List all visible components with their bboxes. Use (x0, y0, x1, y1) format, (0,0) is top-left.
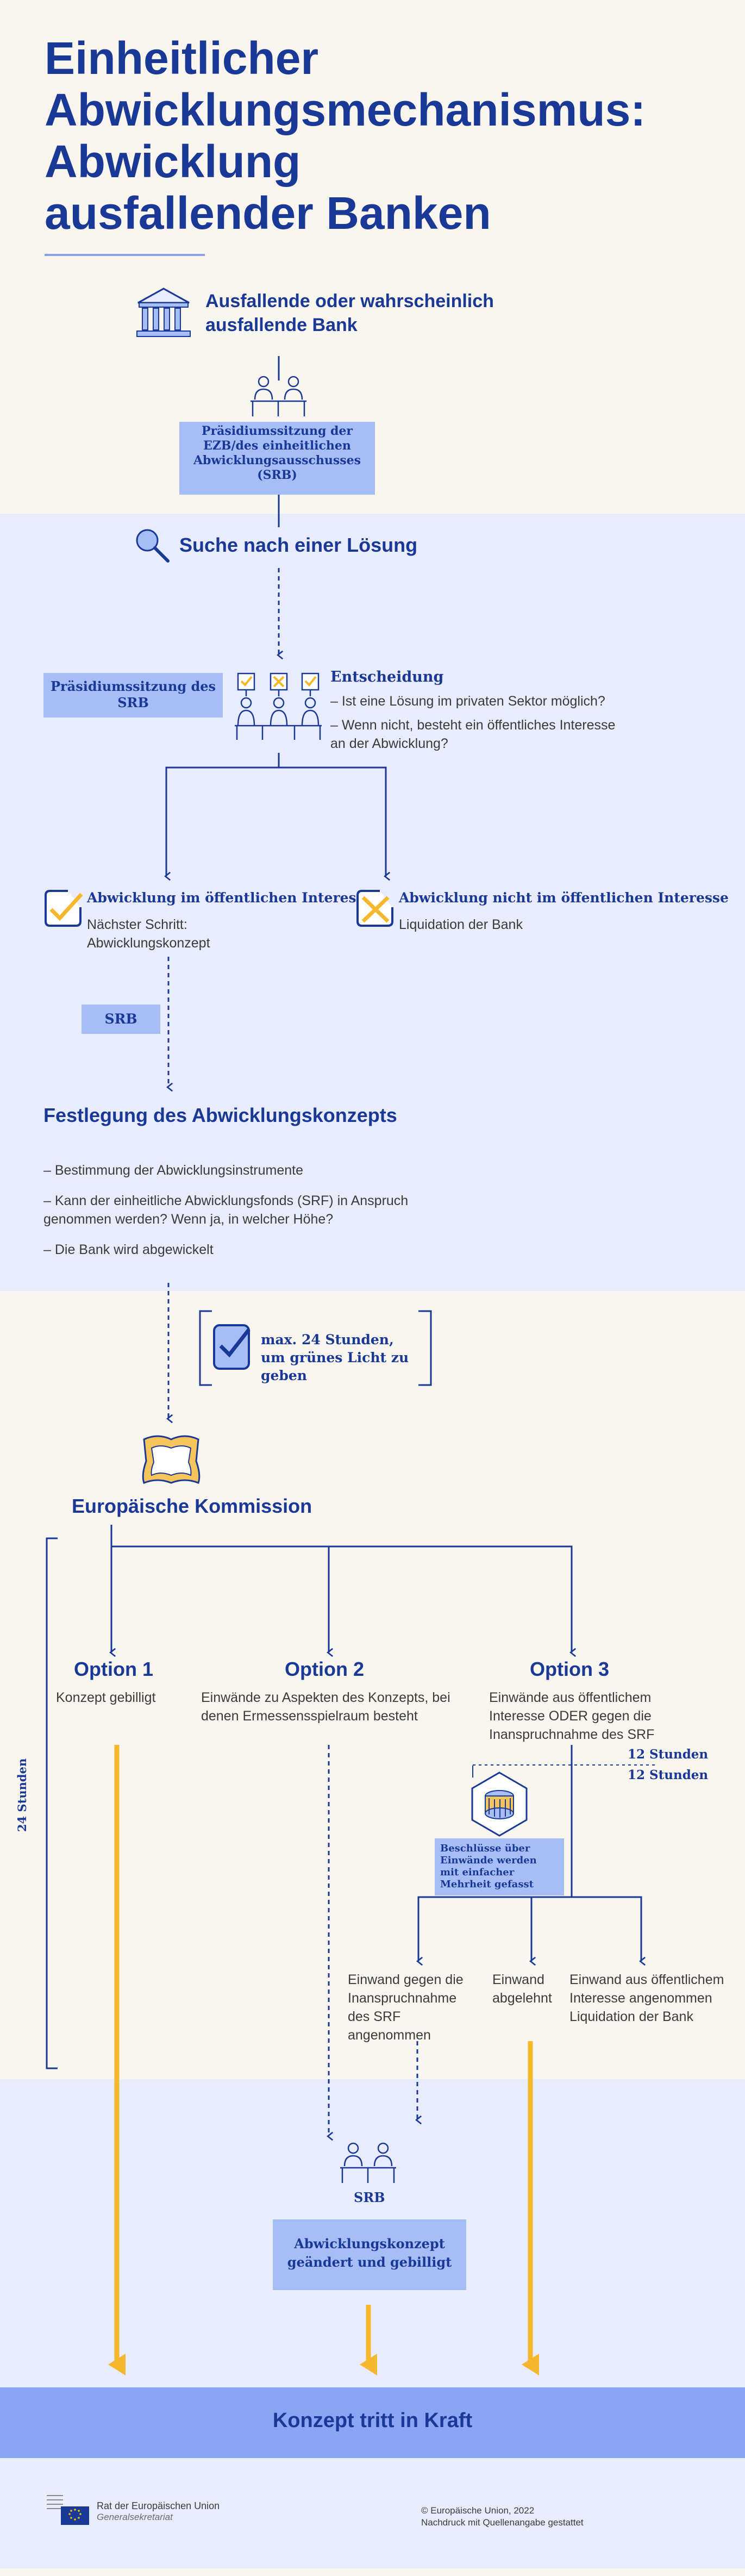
footer-copyright: © Europäische Union, 2022 Nachdruck mit … (421, 2505, 584, 2529)
hours12-a: 12 Stunden (628, 1747, 709, 1762)
magnifier-icon (133, 526, 172, 565)
decision-heading: Entscheidung (330, 669, 444, 685)
enters-force-label: Konzept tritt in Kraft (272, 2409, 473, 2432)
scheme-item: – Bestimmung der Abwicklungsinstrumente (43, 1163, 304, 1178)
voting-icon (234, 671, 323, 742)
option-3-title: Option 3 (530, 1658, 609, 1680)
presidium-srb-box: Präsidiumssitzung des SRB (43, 673, 223, 718)
scheme-item: – Die Bank wird abgewickelt (43, 1242, 214, 1257)
public-interest-heading: Abwicklung im öffentlichen Interesse (87, 890, 373, 906)
hours24-box-text: max. 24 Stunden, um grünes Licht zu gebe… (261, 1332, 409, 1383)
footer-org-name: Rat der Europäischen Union (97, 2500, 220, 2511)
public-interest-text: Nächster Schritt: Abwicklungskonzept (87, 917, 210, 951)
presidium-ecb-box: Präsidiumssitzung der EZB/des einheitlic… (179, 422, 375, 495)
bottom-band (0, 2079, 745, 2568)
decision-q2: – Wenn nicht, besteht ein öffentliches I… (330, 718, 616, 751)
meeting-icon (337, 2142, 399, 2185)
outcome-1: Einwand gegen die Inanspruchnahme des SR… (348, 1972, 464, 2043)
copyright-line-1: © Europäische Union, 2022 (421, 2505, 535, 2516)
enters-force-bar (0, 2387, 745, 2458)
meeting-icon (247, 375, 310, 419)
bank-icon (134, 285, 193, 340)
outcome-2: Einwand abgelehnt (492, 1972, 552, 2006)
outcome-3: Einwand aus öffentlichem Interesse angen… (569, 1972, 724, 2024)
option-2-text: Einwände zu Aspekten des Konzepts, bei d… (201, 1690, 450, 1724)
copyright-line-2: Nachdruck mit Quellenangabe gestattet (421, 2517, 584, 2528)
no-public-interest-heading: Abwicklung nicht im öffentlichen Interes… (399, 890, 729, 906)
amended-box: Abwicklungskonzept geändert und gebillig… (273, 2219, 466, 2290)
scheme-heading: Festlegung des Abwicklungskonzepts (43, 1104, 397, 1126)
council-icon (466, 1771, 533, 1837)
srb-box: SRB (82, 1005, 160, 1034)
check-icon (43, 889, 84, 930)
option-1-title: Option 1 (74, 1658, 153, 1680)
no-public-interest-text: Liquidation der Bank (399, 917, 523, 932)
option-2-title: Option 2 (285, 1658, 364, 1680)
srb-bottom-label: SRB (354, 2190, 385, 2205)
decision-q1: – Ist eine Lösung im privaten Sektor mög… (330, 694, 605, 709)
council-logo-icon (45, 2492, 91, 2526)
option-3-text: Einwände aus öffentlichem Interesse ODER… (489, 1690, 655, 1742)
hours24-vertical: 24 Stunden (15, 1758, 29, 1832)
council-box: Beschlüsse über Einwände werden mit einf… (435, 1838, 564, 1895)
page-title: Einheitlicher Abwicklungsmechanismus: Ab… (45, 33, 646, 239)
scheme-item: – Kann der einheitliche Abwicklungsfonds… (43, 1193, 409, 1227)
option-1-text: Konzept gebilligt (56, 1690, 156, 1705)
footer-org: Rat der Europäischen Union Generalsekret… (97, 2500, 220, 2523)
title-divider (45, 254, 205, 256)
commission-building-icon (139, 1429, 204, 1488)
decision-block: Entscheidung – Ist eine Lösung im privat… (330, 669, 624, 753)
footer-org-sub: Generalsekretariat (97, 2512, 173, 2522)
checkbox-icon (212, 1322, 251, 1371)
bank-label: Ausfallende oder wahrscheinlich ausfalle… (205, 291, 494, 335)
search-label: Suche nach einer Lösung (179, 534, 418, 556)
scheme-list: – Bestimmung der Abwicklungsinstrumente … (43, 1161, 424, 1259)
commission-label: Europäische Kommission (72, 1495, 312, 1517)
hours12-b: 12 Stunden (628, 1768, 709, 1782)
cross-icon (355, 889, 396, 930)
